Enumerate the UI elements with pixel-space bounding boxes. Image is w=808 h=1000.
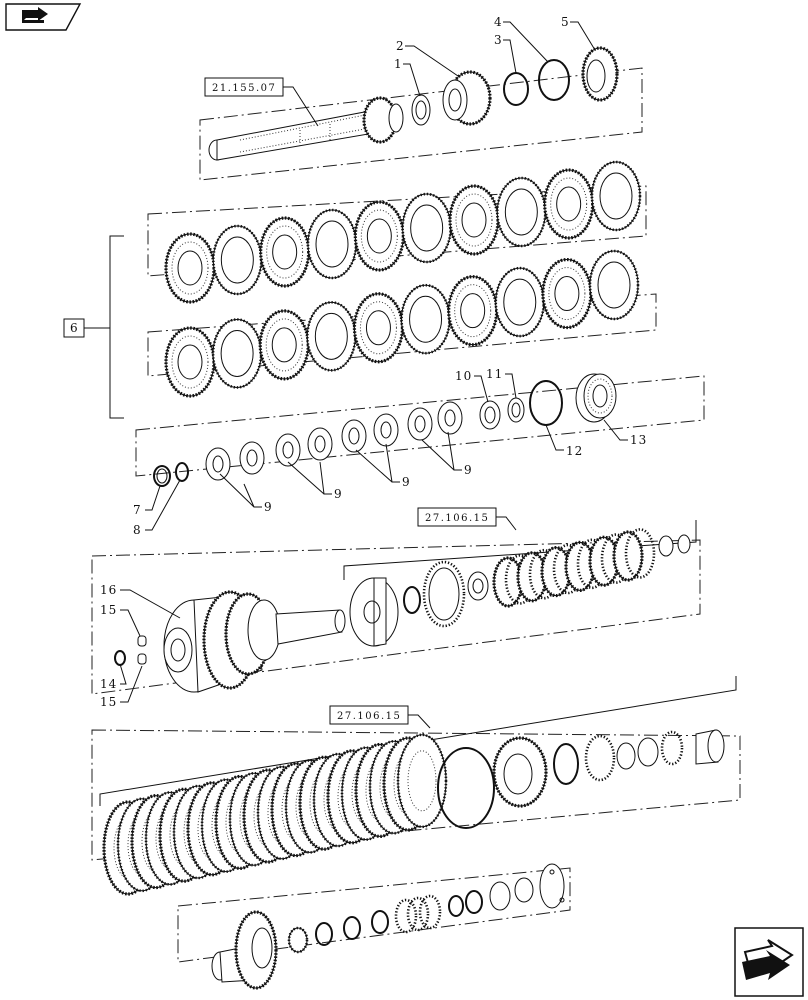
part-2-gear (442, 70, 492, 126)
friction-disc-lining (360, 209, 398, 263)
pack-disc (624, 528, 656, 579)
friction-disc-bore (271, 327, 297, 363)
shim-washer (341, 419, 367, 453)
shim-washer (407, 407, 433, 441)
friction-disc-bore (461, 202, 487, 238)
shim-washer (205, 447, 231, 481)
friction-disc-lining (266, 225, 304, 279)
steel-plate-bore (315, 220, 349, 268)
steel-plate-bore (597, 261, 631, 309)
friction-disc-lining (171, 241, 209, 295)
next-page-arrow-icon[interactable] (734, 927, 804, 997)
steel-plate-bore (314, 312, 348, 360)
shim-washer (275, 433, 301, 467)
callout-13: 13 (630, 433, 647, 447)
reference-box-top[interactable]: 21.155.07 (204, 77, 319, 127)
friction-disc-bore (177, 250, 203, 286)
steel-plate-bore (220, 236, 254, 284)
steel-plate-teeth (590, 160, 642, 232)
callout-15-b: 15 (100, 695, 117, 709)
clutch-discs (164, 160, 642, 398)
steel-plate-bore (504, 188, 538, 236)
part-5-gear (581, 46, 619, 102)
shim-washer-hole (282, 441, 294, 459)
steel-plate-bore (599, 172, 633, 220)
shim-washer-hole (380, 421, 392, 439)
steel-plate-bore (410, 204, 444, 252)
callout-2: 2 (396, 39, 405, 53)
part-1-bearing (411, 94, 431, 126)
friction-disc-bore (554, 276, 580, 312)
callout-4: 4 (494, 15, 503, 29)
friction-disc-lining (171, 335, 209, 389)
shim-washer (239, 441, 265, 475)
pack-disc-teeth (612, 530, 644, 582)
callout-5: 5 (561, 15, 570, 29)
clutch-disc-pack-upper (147, 185, 647, 277)
shim-washer-hole (212, 455, 224, 473)
book-arrow-icon[interactable] (5, 3, 82, 31)
shim-washer-group (135, 373, 705, 487)
stack-disc-bore (407, 750, 437, 812)
shim-washer (307, 427, 333, 461)
steel-plate-bore (503, 278, 537, 326)
friction-disc-bore (460, 293, 486, 329)
callout-7: 7 (133, 503, 142, 517)
friction-disc-lining (548, 267, 586, 321)
callout-6-box (63, 318, 85, 338)
stack-disc-teeth (396, 733, 448, 829)
callout-12: 12 (566, 444, 583, 458)
callout-8: 8 (133, 523, 142, 537)
friction-disc-bore (366, 218, 392, 254)
callout-11: 11 (486, 367, 503, 381)
friction-disc-bore (272, 234, 298, 270)
reference-box-low[interactable]: 27.106.15 (329, 705, 431, 729)
friction-disc-lining (550, 177, 588, 231)
callout-6: 6 (70, 321, 79, 335)
callout-9-d: 9 (464, 463, 473, 477)
callout-15-a: 15 (100, 603, 117, 617)
callout-1: 1 (394, 57, 403, 71)
friction-disc-bore (556, 186, 582, 222)
steel-plate-teeth (588, 249, 640, 321)
disc-stack-assembly (91, 676, 741, 896)
shim-washer-hole (414, 415, 426, 433)
shim-washer-hole (314, 435, 326, 453)
reference-text-top: 21.155.07 (212, 83, 276, 94)
shim-washer-hole (444, 409, 456, 427)
shim-washer-hole (246, 449, 258, 467)
callout-10: 10 (455, 369, 472, 383)
steel-plate-bore (220, 329, 254, 377)
part-4-snap-ring (538, 59, 570, 101)
friction-disc-lining (265, 318, 303, 372)
friction-disc-lining (455, 193, 493, 247)
input-shaft-group (199, 46, 643, 181)
friction-disc-bore (177, 344, 203, 380)
reference-text-low: 27.106.15 (337, 711, 401, 722)
friction-disc-bore (365, 310, 391, 346)
callout-9-c: 9 (402, 475, 411, 489)
steel-plate-bore (409, 295, 443, 343)
part-3-snap-ring (503, 72, 529, 106)
callout-9-a: 9 (264, 500, 273, 514)
callout-3: 3 (494, 33, 503, 47)
shim-washer (373, 413, 399, 447)
callout-16: 16 (100, 583, 117, 597)
shim-washer-hole (348, 427, 360, 445)
friction-disc-lining (359, 301, 397, 355)
friction-disc-lining (454, 284, 492, 338)
clutch-drum-assembly (91, 520, 701, 695)
shim-washer (437, 401, 463, 435)
callout-14: 14 (100, 677, 117, 691)
callout-9-b: 9 (334, 487, 343, 501)
reference-box-mid[interactable]: 27.106.15 (417, 507, 517, 531)
reference-text-mid: 27.106.15 (425, 513, 489, 524)
output-shaft-assembly (177, 863, 571, 990)
